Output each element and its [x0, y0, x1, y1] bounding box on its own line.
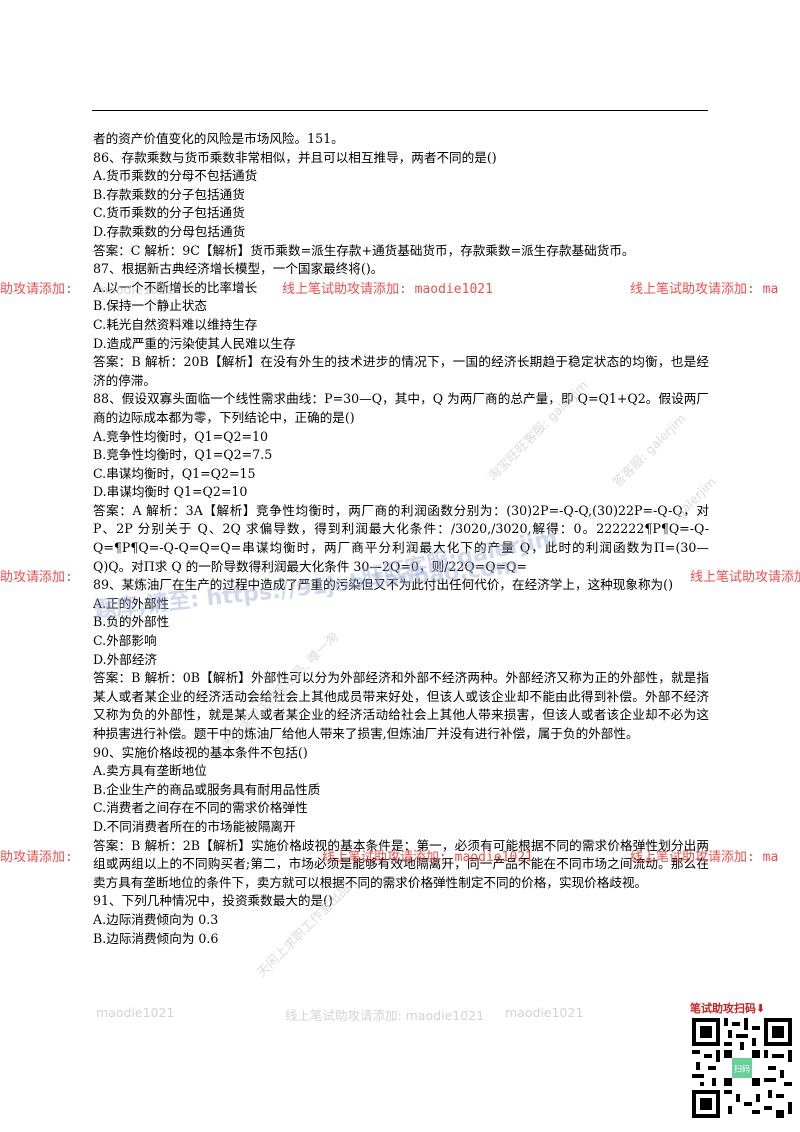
watermark-text: 助攻请添加:: [0, 850, 73, 865]
answer-89: 答案：B 解析：0B【解析】外部性可以分为外部经济和外部不经济两种。外部经济又称…: [93, 670, 709, 741]
option-a: A.正的外部性: [93, 595, 170, 611]
option-b: B.竞争性均衡时，Q1=Q2=7.5: [93, 447, 273, 463]
option-d: D.外部经济: [93, 651, 158, 667]
option-b: B.存款乘数的分子包括通货: [93, 186, 245, 202]
watermark-text: maodie1021: [96, 282, 175, 297]
option-c: C.消费者之间存在不同的需求价格弹性: [93, 800, 308, 816]
option-a: A.卖方具有垄断地位: [93, 763, 207, 779]
watermark-text: maodie1021: [505, 1005, 584, 1020]
option-d: D.造成严重的污染使其人民难以生存: [93, 335, 296, 351]
option-d: D.串谋均衡时 Q1=Q2=10: [93, 484, 248, 500]
option-c: C.货币乘数的分子包括通货: [93, 205, 245, 221]
watermark-text: 线上笔试助攻请添加: ma: [630, 850, 779, 865]
option-c: C.外部影响: [93, 633, 157, 649]
watermark-text: 助攻请添加:: [0, 282, 73, 297]
question-89: 89、某炼油厂在生产的过程中造成了严重的污染但又不为此付出任何代价，在经济学上，…: [93, 577, 673, 593]
option-a: A.货币乘数的分母不包括通货: [93, 168, 258, 184]
qr-center-label: 扫码: [734, 1064, 750, 1074]
option-a: A.边际消费倾向为 0.3: [93, 911, 219, 927]
watermark-text: 线上笔试助攻请添加: ma: [630, 282, 779, 297]
text-line: 者的资产价值变化的风险是市场风险。151。: [93, 131, 344, 146]
option-b: B.边际消费倾向为 0.6: [93, 930, 219, 946]
watermark-text: 线上笔试助攻请添加: maodie1021: [322, 850, 533, 865]
header-rule: [92, 110, 708, 111]
option-c: C.耗光自然资料难以维持生存: [93, 316, 258, 332]
watermark-text: 助攻请添加:: [0, 570, 73, 585]
option-a: A.竞争性均衡时，Q1=Q2=10: [93, 428, 269, 444]
watermark-text: 线上笔试助攻请添加: ma: [690, 570, 800, 585]
answer-87: 答案：B 解析：20B【解析】在没有外生的技术进步的情况下，一国的经济长期趋于稳…: [93, 354, 709, 388]
question-86: 86、存款乘数与货币乘数非常相似，并且可以相互推导，两者不同的是(): [93, 149, 497, 165]
question-91: 91、下列几种情况中，投资乘数最大的是(): [93, 893, 333, 909]
watermark-text: 线上笔试助攻请添加: maodie1021: [282, 282, 493, 297]
option-b: B.保持一个静止状态: [93, 298, 208, 314]
qr-label: 笔试助攻扫码⬇: [690, 1002, 766, 1015]
answer-90: 答案：B 解析：2B【解析】实施价格歧视的基本条件是：第一，必须有可能根据不同的…: [93, 837, 709, 890]
answer-88: 答案：A 解析：3A【解析】竞争性均衡时，两厂商的利润函数分别为：(30)2P=…: [93, 502, 709, 574]
option-c: C.串谋均衡时，Q1=Q2=15: [93, 465, 256, 481]
option-d: D.不同消费者所在的市场能被隔离开: [93, 818, 296, 834]
option-a: A.以一个不断增长的比率增长: [93, 279, 258, 295]
option-b: B.企业生产的商品或服务具有耐用品性质: [93, 781, 321, 797]
option-d: D.存款乘数的分母包括通货: [93, 223, 246, 239]
watermark-text: 线上笔试助攻请添加: maodie1021: [285, 1008, 485, 1023]
question-87: 87、根据新古典经济增长模型，一个国家最终将()。: [93, 261, 384, 277]
document-body: 者的资产价值变化的风险是市场风险。151。 86、存款乘数与货币乘数非常相似，并…: [93, 130, 709, 948]
question-88: 88、假设双寡头面临一个线性需求曲线：P=30—Q，其中，Q 为两厂商的总产量，…: [93, 391, 709, 425]
answer-86: 答案：C 解析：9C【解析】货币乘数=派生存款+通货基础货币，存款乘数=派生存款…: [93, 242, 635, 258]
watermark-text: maodie1021: [96, 1005, 175, 1020]
qr-code-icon[interactable]: 扫码: [692, 1018, 792, 1118]
option-b: B.负的外部性: [93, 614, 170, 630]
question-90: 90、实施价格歧视的基本条件不包括(): [93, 744, 308, 760]
